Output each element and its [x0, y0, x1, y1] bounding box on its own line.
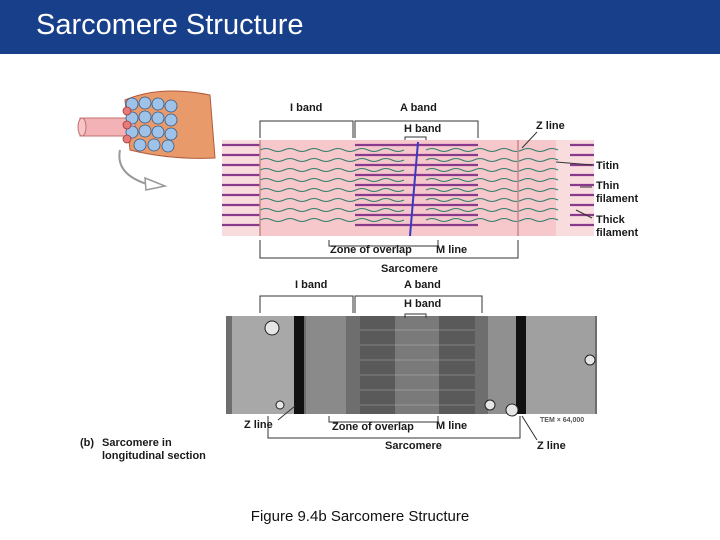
- sarcomere-label: Sarcomere: [381, 263, 438, 275]
- i-band-label: I band: [290, 102, 323, 114]
- micrograph-m-line-label: M line: [436, 420, 468, 432]
- thin-filament-label: Thin filament: [596, 180, 638, 206]
- tem-magnification-label: TEM × 64,000: [540, 417, 585, 424]
- micrograph-zone-of-overlap-label: Zone of overlap: [332, 421, 414, 433]
- section-description-line2: longitudinal section: [102, 450, 206, 462]
- thin-filament-label-line1: Thin: [596, 180, 620, 192]
- thick-filament-label: Thick filament: [596, 214, 638, 240]
- m-line-label: M line: [436, 244, 468, 256]
- tem-micrograph: [226, 295, 597, 441]
- slide-header: Sarcomere Structure: [0, 0, 720, 54]
- micrograph-z-line-left-label: Z line: [244, 419, 273, 431]
- micrograph-i-band-label: I band: [295, 279, 328, 291]
- figure-caption: Figure 9.4b Sarcomere Structure: [250, 508, 470, 525]
- section-letter: (b): [80, 437, 95, 449]
- section-description-line1: Sarcomere in: [102, 437, 172, 449]
- titin-label: Titin: [596, 160, 620, 172]
- a-band-label: A band: [400, 102, 437, 114]
- micrograph-h-band-label: H band: [404, 298, 442, 310]
- thick-filament-label-line2: filament: [596, 227, 639, 239]
- zone-of-overlap-label: Zone of overlap: [330, 244, 412, 256]
- h-band-label: H band: [404, 123, 442, 135]
- micrograph-z-line-right-label: Z line: [537, 440, 566, 452]
- thick-filament-label-line1: Thick: [596, 214, 625, 226]
- slide-title: Sarcomere Structure: [36, 9, 304, 41]
- z-line-label: Z line: [536, 120, 565, 132]
- thin-filament-label-line2: filament: [596, 193, 639, 205]
- micrograph-sarcomere-label: Sarcomere: [385, 440, 442, 452]
- muscle-fiber-illustration: [77, 90, 216, 191]
- sarcomere-schematic: [222, 120, 594, 259]
- micrograph-a-band-label: A band: [404, 279, 441, 291]
- section-description: Sarcomere in longitudinal section: [102, 437, 206, 463]
